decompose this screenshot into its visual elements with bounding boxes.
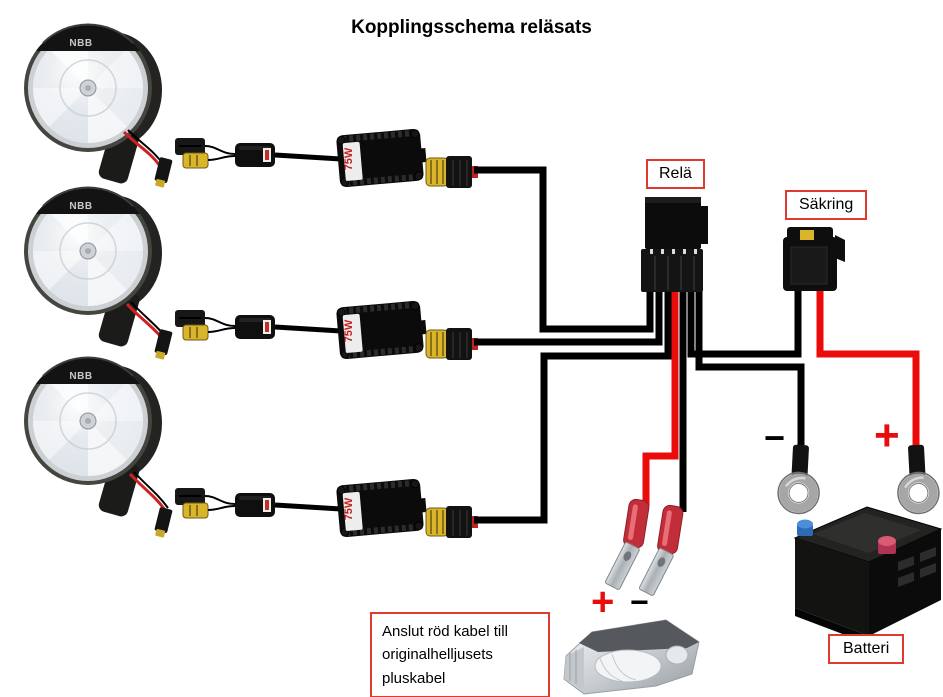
ballast-power-label-2: 75W [343, 319, 355, 342]
headlight-minus-sign: − [630, 584, 649, 620]
lamp-pigtails [122, 129, 169, 511]
relay-connector [641, 249, 703, 292]
wire-lamp2-to-relay [474, 291, 663, 346]
lamp-brand-3: NBB [69, 371, 92, 382]
hid-chain-1 [153, 138, 341, 188]
spotlight-3 [24, 357, 162, 518]
diagram-title: Kopplingsschema reläsats [351, 17, 592, 38]
battery-label: Batteri [828, 634, 905, 665]
ballast-power-label-1: 75W [343, 147, 355, 170]
wire-fuse-to-battery-plus [816, 288, 920, 452]
relay-label: Relä [646, 159, 705, 190]
wire-lamp3-to-relay [474, 291, 672, 524]
hid-chain-3 [153, 488, 341, 538]
red-wires [642, 288, 920, 506]
lamp-brand-2: NBB [69, 201, 92, 212]
spade-terminal-plus [603, 496, 651, 594]
spotlight-2 [24, 187, 162, 348]
battery-plus-sign: + [874, 411, 900, 460]
headlight [563, 619, 700, 695]
spotlight-1 [24, 24, 162, 185]
headlight-plus-sign: + [591, 580, 615, 624]
wire-relay-to-headlight-plus [642, 291, 679, 506]
fuse-holder [783, 227, 845, 291]
ring-terminal-plus [895, 444, 940, 515]
wire-lamp1-to-relay [474, 166, 654, 333]
ballast-out-connector-3 [425, 505, 479, 539]
battery [793, 506, 943, 644]
lamp-brand-1: NBB [69, 38, 92, 49]
ballast-out-connector-1 [425, 155, 479, 189]
wire-relay-to-fuse [687, 288, 802, 358]
ballast-out-connector-2 [425, 327, 479, 361]
note-box: Anslut röd kabel till originalhelljusets… [370, 612, 550, 697]
black-wires [474, 166, 805, 524]
fuse-label: Säkring [785, 190, 868, 221]
wire-relay-to-battery-minus [695, 291, 805, 452]
relay [641, 197, 708, 292]
battery-minus-sign: − [764, 417, 786, 458]
ballast-power-label-3: 75W [343, 497, 355, 520]
hid-chain-2 [153, 310, 341, 360]
